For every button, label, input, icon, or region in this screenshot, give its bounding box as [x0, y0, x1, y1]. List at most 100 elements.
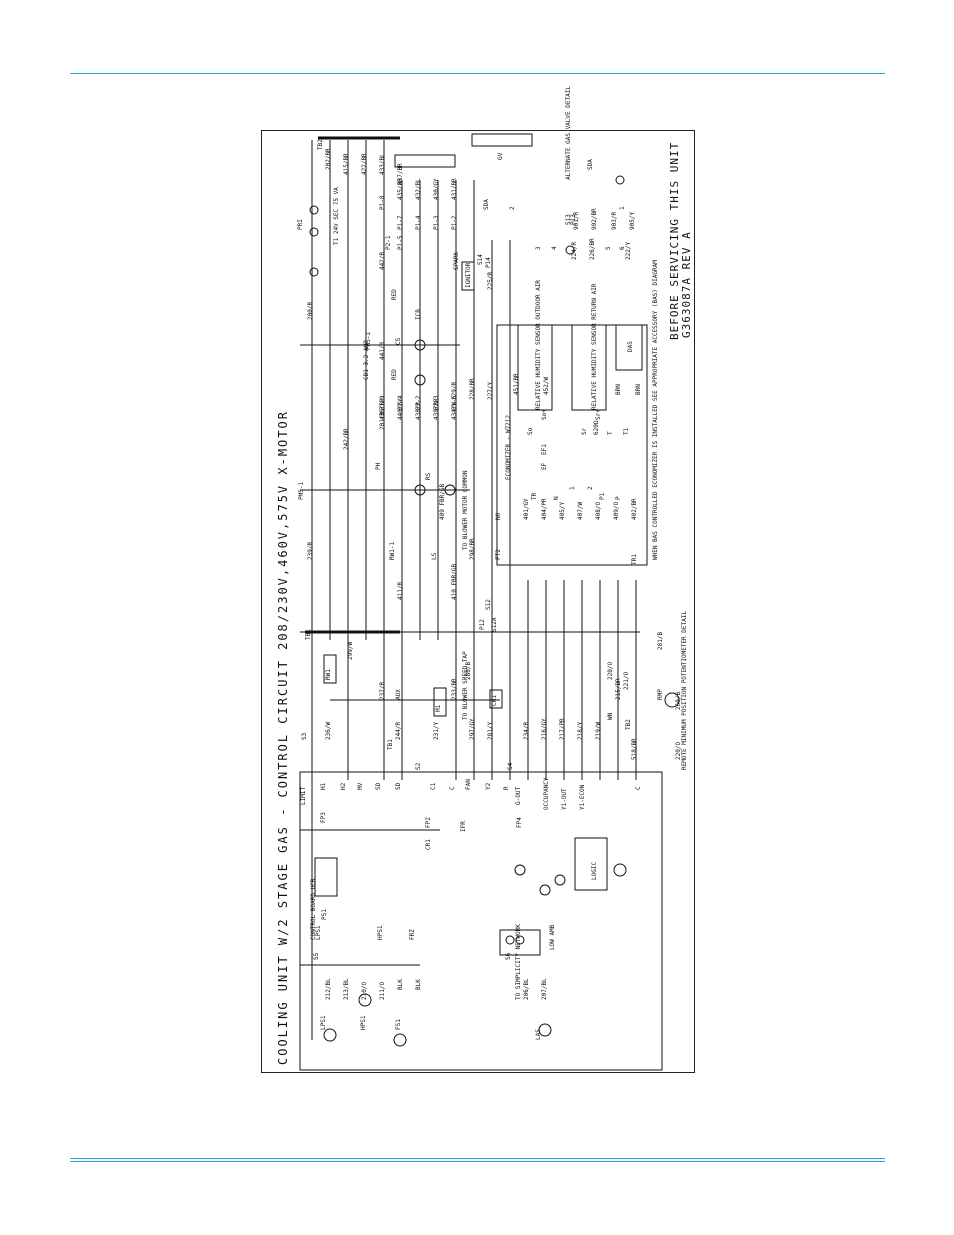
label-tr: TR [531, 492, 538, 500]
icb-label: ICB [415, 309, 422, 320]
label-w435: 435/PR [397, 178, 404, 200]
label-p14: P14 [485, 257, 492, 268]
label-w207: 207/BL [541, 978, 548, 1000]
label-w231: 231/Y [433, 722, 440, 740]
label-s13: S13 [565, 214, 572, 225]
label-six: 6 [619, 246, 626, 250]
label-three: 3 [535, 246, 542, 250]
t1-label: T1 24V SEC 75 VA [333, 187, 340, 245]
label-w212: 212/BL [325, 978, 332, 1000]
label-p1_8: P1-8 [379, 195, 386, 210]
label-fs1: FS1 [395, 1019, 402, 1030]
label-p: P [615, 496, 622, 500]
label-rs: RS [425, 472, 432, 480]
label-w215: 215/BR [615, 678, 622, 700]
logic-label: LOGIC [591, 862, 598, 880]
label-w299: 299/W [347, 642, 354, 660]
label-w220: 220/O [607, 662, 614, 680]
sensor-outdoor-label: RELATIVE HUMIDITY SENSOR OUTDOOR AIR [535, 280, 542, 410]
label-ft2: FT2 [495, 549, 502, 560]
label-w442: 442/R [379, 252, 386, 270]
label-w233: 233/BR [451, 678, 458, 700]
label-y2: Y2 [485, 782, 492, 790]
control-board-label: CONTROL BOARD UCB [310, 878, 317, 940]
label-fan: FAN [465, 779, 472, 790]
label-s12: S12 [485, 599, 492, 610]
label-w410: 410 FBR/GB [451, 563, 458, 600]
label-n: N [553, 496, 560, 500]
label-w298: 298/BR [469, 538, 476, 560]
label-red2: RED [391, 369, 398, 380]
label-c1: C1 [430, 782, 437, 790]
label-fp2: FP2 [425, 817, 432, 828]
component-labels: TB1TB2TB1TB2PMS-1PMS-1PHRW1M1CH1AUXRSLSR… [298, 139, 682, 1040]
label-five: 5 [605, 246, 612, 250]
label-ef: EF [541, 462, 548, 470]
label-w200: 200/R [307, 302, 314, 320]
label-sd: SD [375, 782, 382, 790]
label-sda2: SDA [587, 159, 594, 170]
economizer-note: WHEN BAS CONTROLLED ECONOMIZER IS INSTAL… [652, 260, 659, 560]
label-w903: 903/R [611, 212, 618, 230]
label-pms2: PMS-1 [365, 332, 372, 350]
label-w404: 404/PR [541, 498, 548, 520]
diagram-title: COOLING UNIT W/2 STAGE GAS - CONTROL CIR… [276, 410, 290, 1065]
alt-gas-valve-label: ALTERNATE GAS VALVE DETAIL [565, 86, 572, 180]
label-w451: 451/BR [513, 373, 520, 395]
label-nc: NO [495, 512, 502, 520]
label-occupancy: OCCUPANCY [543, 777, 550, 810]
label-cs: CS [395, 337, 402, 345]
label-s14: S14 [477, 254, 484, 265]
label-wn: WN [607, 712, 614, 720]
label-w216: 216/GY [541, 718, 548, 740]
label-w211: 211/O [379, 982, 386, 1000]
label-p1_4: P1-4 [415, 215, 422, 230]
label-y1out: Y1-OUT [561, 788, 568, 810]
label-w225: 225/R [487, 272, 494, 290]
label-p2_3: P2-3 [433, 395, 440, 410]
label-w452: 452/W [543, 377, 550, 395]
label-h1: H1 [320, 782, 327, 790]
label-ls: LS [431, 552, 438, 560]
label-w902: 902/BR [591, 208, 598, 230]
label-gv: GV [497, 152, 504, 160]
label-p1_5: P1-5 [397, 235, 404, 250]
label-ps1: PS1 [321, 909, 328, 920]
label-two2: 2 [509, 206, 516, 210]
part-number: G363087A REV A [680, 231, 693, 338]
label-w222: 222/Y [625, 242, 632, 260]
label-s6: S6 [505, 952, 512, 960]
label-c: C [449, 786, 456, 790]
label-w402: 402/BR [631, 498, 638, 520]
label-w422: 422/BR [361, 153, 368, 175]
label-s12a: S12A [491, 617, 498, 632]
label-w407: 407/W [577, 502, 584, 520]
label-so2: So+ [541, 409, 548, 420]
blower-common-label: TO BLOWER MOTOR COMMON [462, 470, 469, 550]
label-hps1w: HPS1 [360, 1015, 367, 1030]
label-w430: 430/GY [433, 178, 440, 200]
cb1-label: CB1 3.2 AMP [363, 340, 370, 380]
label-sda: SDA [483, 199, 490, 210]
ignitor-label: IGNITOR [465, 262, 472, 288]
label-rw1: RW1 [325, 669, 332, 680]
label-w210: 210/O [361, 982, 368, 1000]
label-blk1: BLK [397, 979, 404, 990]
label-w237: 237/R [379, 682, 386, 700]
label-w234: 234/R [523, 722, 530, 740]
label-so: So [527, 427, 534, 435]
label-w201: 201/R [379, 412, 386, 430]
brn-label-1: BRN [615, 384, 622, 395]
label-w438: 438/R [415, 402, 422, 420]
label-w217: 217/PR [559, 718, 566, 740]
label-w260: 260/B [675, 692, 682, 710]
label-w401: 401/GY [523, 498, 530, 520]
label-fp4: FP4 [516, 817, 523, 828]
label-w281b: 281/B [657, 632, 664, 650]
label-limit: LIMIT [300, 787, 307, 805]
label-blk2: BLK [415, 979, 422, 990]
label-two: 2 [587, 486, 594, 490]
label-w436: 436/BR [379, 398, 386, 420]
label-ifr: IFR [460, 821, 467, 832]
das-label: DAS [627, 341, 634, 352]
